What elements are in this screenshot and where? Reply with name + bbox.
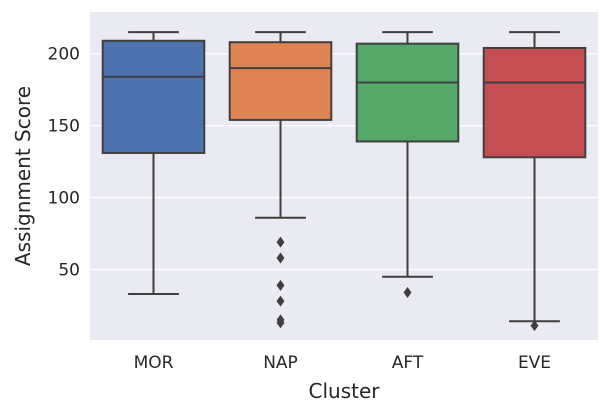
iqr-box-mor [101,39,206,154]
outlier-eve-0 [530,320,539,332]
iqr-box-aft [355,42,460,143]
outlier-nap-5 [276,317,285,329]
box-mor [101,31,206,295]
x-tick-label-nap: NAP [263,353,298,373]
iqr-box-eve [482,46,587,159]
box-aft [355,31,460,299]
y-tick-label-100: 100 [48,189,80,209]
x-tick-label-eve: EVE [518,353,551,373]
outlier-nap-0 [276,236,285,248]
y-tick-label-150: 150 [48,117,80,137]
iqr-box-nap [228,41,333,121]
outlier-nap-3 [276,295,285,307]
outlier-aft-0 [403,287,412,299]
x-tick-label-aft: AFT [392,353,424,373]
x-tick-label-mor: MOR [134,353,174,373]
box-eve [482,31,587,332]
boxes [101,31,587,332]
x-axis-label: Cluster [309,379,381,403]
x-tick-labels: MOR NAP AFT EVE [134,353,552,373]
outlier-nap-2 [276,279,285,291]
y-axis-label: Assignment Score [11,86,35,266]
box-nap [228,31,333,329]
y-tick-labels: 50 100 150 200 [48,45,80,281]
y-tick-label-50: 50 [58,261,80,281]
y-tick-label-200: 200 [48,45,80,65]
outlier-nap-1 [276,252,285,264]
